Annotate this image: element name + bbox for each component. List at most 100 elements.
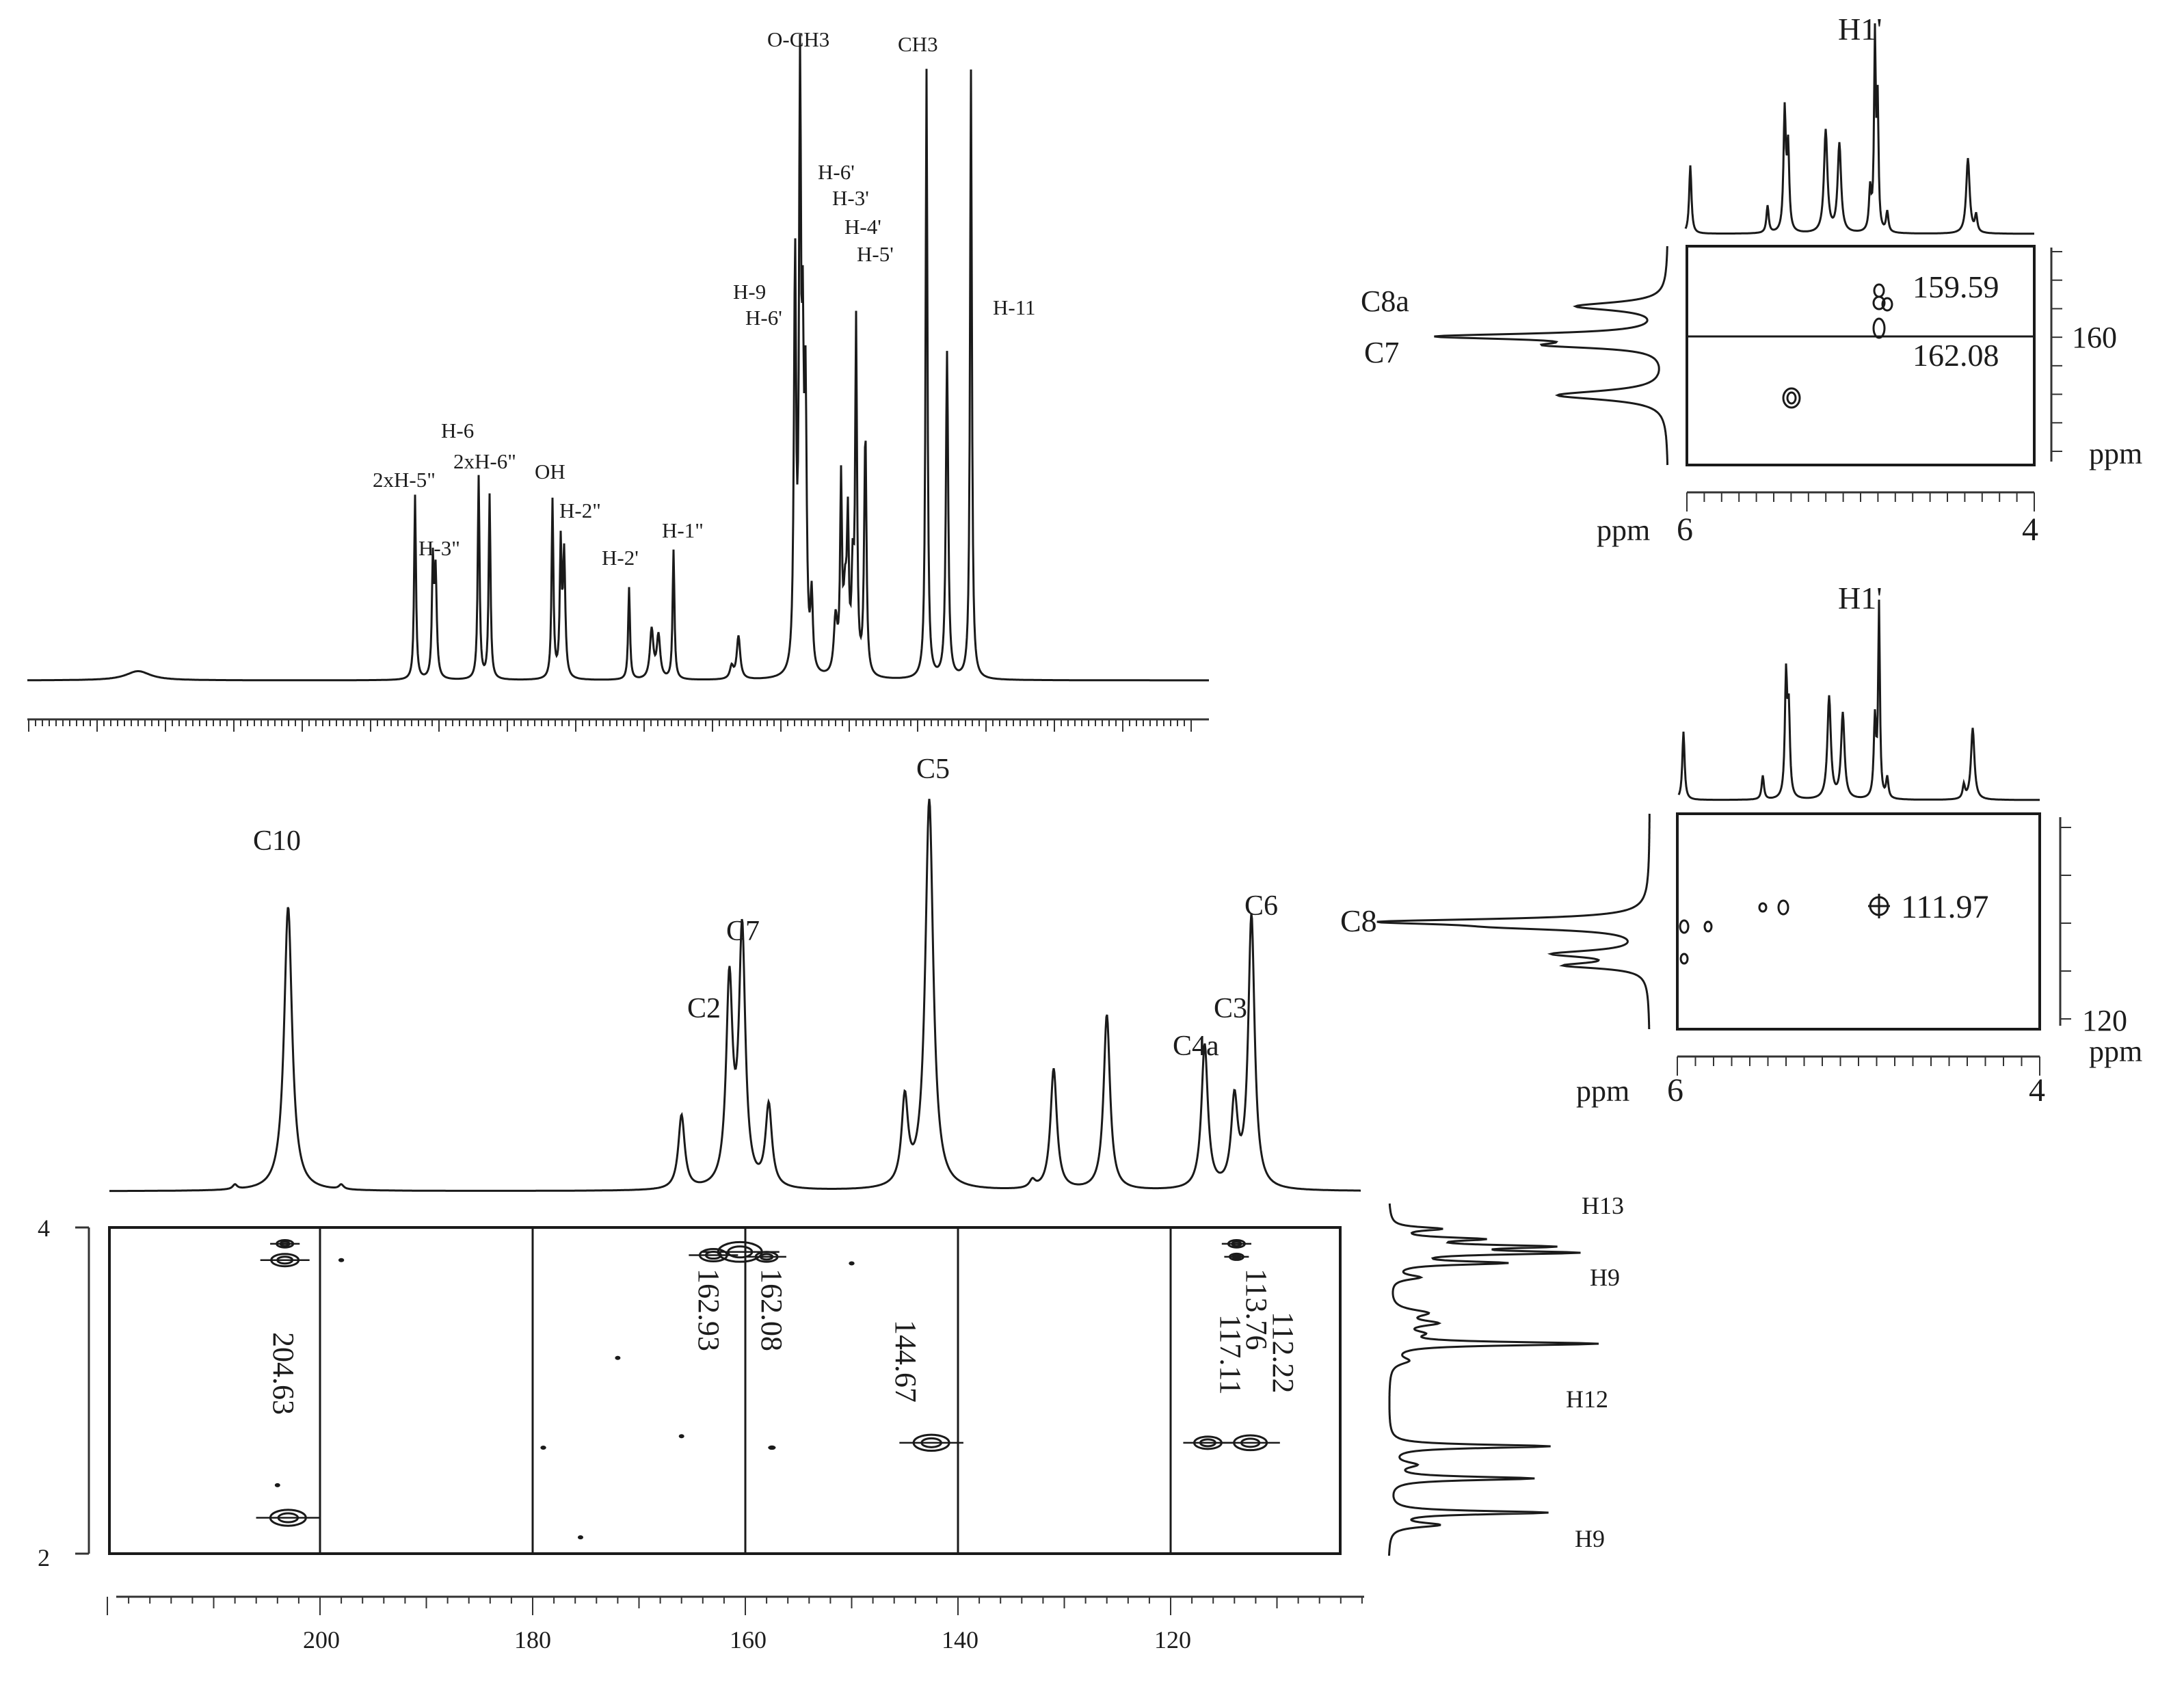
x-tick-label-200: 200: [303, 1626, 340, 1653]
hmbc-cross-peak: [270, 1238, 300, 1249]
hmbc-correlation-labels: 204.63 162.93 162.08 144.67 113.76 117.1…: [267, 1268, 1300, 1415]
hmbc-cross-peak: [1221, 1238, 1252, 1249]
h1-label-h1dp: H-1": [662, 518, 704, 542]
hmbc-y-tick-label-2: 2: [38, 1544, 50, 1571]
h1-label-2xh5: 2xH-5": [373, 468, 436, 492]
corr-label-162-08: 162.08: [755, 1268, 788, 1351]
inset-upper-corr-162-08: 162.08: [1913, 338, 1999, 373]
cross-peak-dot: [577, 1535, 583, 1540]
c13-label-c4a: C4a: [1173, 1031, 1219, 1062]
corr-label-112-22: 112.22: [1266, 1312, 1300, 1393]
hmbc-cross-peak: [1221, 1434, 1280, 1452]
cross-peak: [1679, 919, 1690, 934]
inset-upper-x-tick-6: 6: [1677, 512, 1693, 548]
inset-upper-y-ticks: [2051, 251, 2062, 452]
side-label-h9-top: H9: [1590, 1264, 1620, 1291]
h1-label-och3: O-CH3: [767, 27, 829, 51]
cross-peak-dot: [768, 1445, 776, 1450]
hmbc-cross-peak: [338, 1258, 345, 1262]
hmbc-main-frame: [108, 1226, 1342, 1555]
cross-peak: [1758, 902, 1768, 913]
hmbc-side-labels: H13 H9 H12 H9: [1566, 1192, 1624, 1552]
cross-peak: [1881, 297, 1893, 312]
h1-label-h6: H-6: [441, 419, 474, 442]
h1-label-h11: H-11: [993, 295, 1036, 319]
h1-label-h6p-a: H-6': [745, 306, 782, 330]
corr-label-113-76: 113.76: [1240, 1268, 1273, 1350]
inset-lower-y-tick-120: 120: [2082, 1004, 2127, 1037]
inset-upper-y-unit: ppm: [2089, 437, 2142, 470]
hmbc-cross-peak: [260, 1253, 310, 1268]
corr-label-162-93: 162.93: [692, 1268, 725, 1351]
corr-label-117-11: 117.11: [1214, 1314, 1247, 1395]
c13-spectrum-panel: C10 C2 C7 C5 C4a C3 C6: [109, 754, 1361, 1193]
corr-label-144-67: 144.67: [889, 1320, 922, 1403]
cross-peak: [1872, 317, 1886, 339]
inset-upper-frame: [1686, 245, 2036, 466]
x-tick-label-120: 120: [1154, 1626, 1191, 1653]
x-tick-label-140: 140: [942, 1626, 978, 1653]
side-label-h13: H13: [1582, 1192, 1624, 1219]
inset-lower-frame: [1676, 812, 2041, 1031]
cross-peak-dot: [274, 1483, 280, 1487]
c13-label-c7: C7: [726, 916, 760, 947]
x-tick-label-160: 160: [730, 1626, 767, 1653]
h1-axis-ticks: [28, 719, 1192, 732]
cross-peak: [1679, 953, 1689, 965]
hmbc-cross-peak: [747, 1251, 786, 1263]
inset-lower-left-projection: [1376, 813, 1651, 1029]
hmbc-cross-peak: [678, 1434, 684, 1439]
inset-upper-x-unit: ppm: [1597, 514, 1650, 547]
hmbc-cross-peak: [849, 1261, 855, 1266]
cross-peak: [1777, 899, 1789, 916]
hmbc-cross-peak: [577, 1535, 583, 1540]
hmbc-cross-peak: [615, 1355, 621, 1360]
hmbc-y-tick-label-4: 4: [38, 1214, 50, 1242]
hmbc-cross-peak: [274, 1483, 280, 1487]
inset-lower-cross-peaks: [1679, 894, 1890, 965]
inset-lower-x-ticks: [1677, 1057, 2040, 1076]
inset-upper-x-tick-4: 4: [2022, 512, 2038, 548]
inset-upper-x-ticks: [1686, 492, 2035, 512]
c13-label-c10: C10: [253, 825, 301, 857]
hmbc-cross-peak: [1224, 1252, 1249, 1261]
inset-upper-panel: H1' 159.59 162.08 C8a C7 160 ppm ppm 6 4: [1361, 12, 2142, 548]
inset-upper-left-projection: [1434, 246, 1669, 466]
inset-lower-title: H1': [1838, 581, 1882, 615]
cross-peak-dot: [540, 1445, 546, 1450]
hmbc-x-tick-labels: 200 180 160 140 120: [303, 1626, 1191, 1653]
corr-label-204-63: 204.63: [267, 1332, 300, 1415]
hmbc-cross-peaks: [256, 1238, 1280, 1540]
h1-label-h6p-b: H-6': [818, 160, 855, 184]
h1-label-h3: H-3": [418, 536, 460, 560]
h1-label-h2dp: H-2": [559, 499, 601, 522]
h1-spectrum-panel: 2xH-5" H-3" H-6 2xH-6" OH H-2" H-2' H-1"…: [27, 27, 1209, 732]
hmbc-vertical-lines: [319, 1227, 1172, 1554]
inset-lower-y-ticks: [2060, 827, 2071, 1020]
inset-lower-x-tick-6: 6: [1667, 1072, 1683, 1108]
h1-label-h9: H-9: [733, 280, 766, 304]
inset-lower-corr-111-97: 111.97: [1901, 889, 1988, 925]
hmbc-cross-peak: [540, 1445, 546, 1450]
hmbc-cross-peak: [689, 1248, 738, 1263]
hmbc-x-axis-ticks: [107, 1597, 1363, 1615]
c13-label-c2: C2: [687, 993, 721, 1024]
inset-upper-label-c8a: C8a: [1361, 284, 1409, 318]
hmbc-side-projection-trace: [1388, 1203, 1599, 1556]
hmbc-main-panel: 4 2 200 180 160 140 120 204.63 162.93 16…: [38, 1192, 1624, 1653]
inset-lower-top-projection: [1677, 599, 2040, 801]
cross-peak: [1782, 387, 1801, 409]
inset-lower-label-c8: C8: [1340, 903, 1377, 938]
h1-label-2xh6: 2xH-6": [453, 449, 516, 473]
cross-peak: [1786, 391, 1797, 405]
side-label-h12: H12: [1566, 1385, 1608, 1413]
c13-spectrum-trace: [109, 799, 1361, 1193]
h1-label-ch3: CH3: [898, 32, 938, 56]
inset-upper-label-c7: C7: [1364, 336, 1399, 369]
inset-lower-panel: H1' 111.97 C8 120 ppm ppm 6 4: [1340, 581, 2142, 1108]
cross-peak-dot: [338, 1258, 345, 1262]
hmbc-cross-peak: [899, 1433, 963, 1452]
hmbc-cross-peak: [768, 1445, 776, 1450]
h1-label-h5p: H-5': [857, 242, 894, 266]
